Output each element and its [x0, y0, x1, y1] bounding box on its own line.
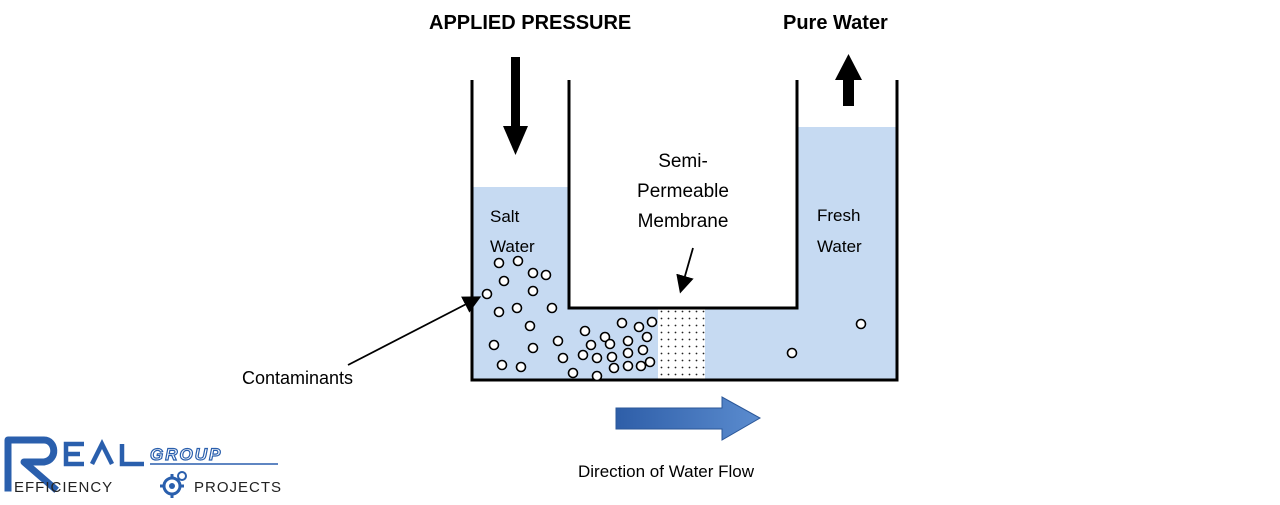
logo-letter-l	[119, 444, 144, 467]
salt-water-line-2: Water	[490, 237, 535, 256]
vessel-inner-wall	[567, 80, 799, 310]
salt-water-line-1: Salt	[490, 207, 520, 226]
membrane-line-2: Permeable	[637, 181, 729, 202]
logo-tagline-left: EFFICIENCY	[14, 479, 113, 496]
logo-tagline-right: PROJECTS	[194, 479, 282, 496]
fresh-water-line-1: Fresh	[817, 206, 861, 225]
membrane-dots	[658, 309, 705, 380]
logo-letter-r	[4, 436, 59, 493]
direction-of-flow-label: Direction of Water Flow	[578, 462, 755, 481]
real-group-logo: GROUP EFFICIENCY PROJECTS	[0, 430, 290, 500]
logo-letter-a	[89, 438, 115, 466]
fresh-water-label: Fresh Water	[817, 200, 862, 262]
salt-water-label: Salt Water	[490, 202, 535, 262]
logo-group-text: GROUP	[150, 445, 222, 464]
membrane-label: Semi- Permeable Membrane	[618, 147, 748, 237]
water-flow-arrow	[615, 396, 762, 441]
applied-pressure-arrow	[503, 57, 528, 155]
membrane-pointer	[676, 247, 694, 294]
fresh-water-line-2: Water	[817, 237, 862, 256]
contaminants-label: Contaminants	[242, 368, 354, 388]
contaminants-pointer	[347, 296, 482, 366]
applied-pressure-label: APPLIED PRESSURE	[429, 12, 632, 34]
fresh-water-column	[797, 127, 897, 380]
pure-water-arrow	[835, 54, 862, 106]
membrane-line-1: Semi-	[658, 151, 708, 172]
gear-icon	[160, 471, 187, 498]
vessel-outer-wall	[470, 80, 899, 382]
membrane-line-3: Membrane	[637, 211, 729, 232]
vessel	[470, 80, 899, 382]
logo-letter-e	[63, 441, 84, 467]
logo-mark: GROUP EFFICIENCY PROJECTS	[4, 436, 282, 498]
pure-water-label: Pure Water	[783, 12, 888, 34]
contaminant-particles	[481, 255, 867, 382]
